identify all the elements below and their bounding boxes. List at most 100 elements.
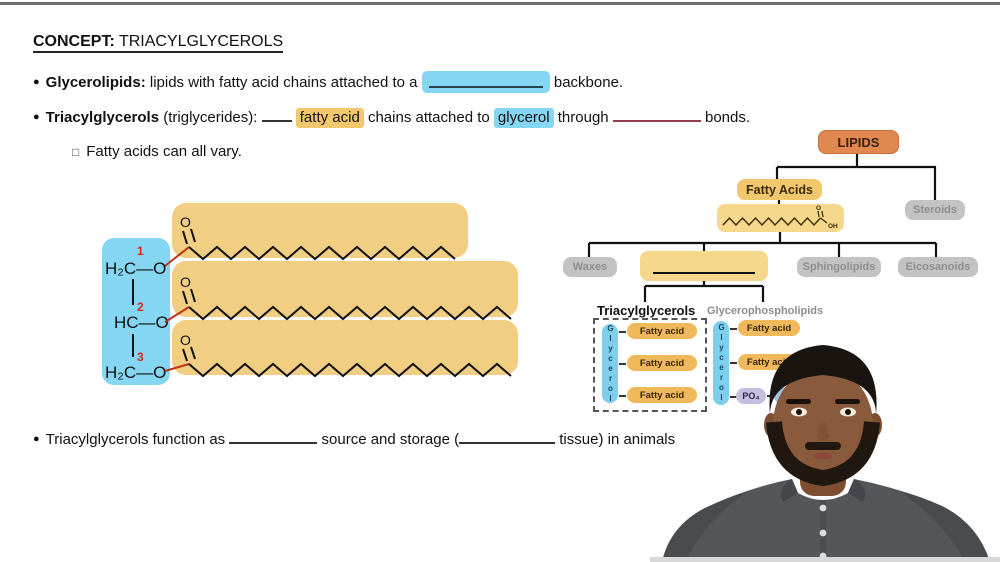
bullet2-text3: through [557,109,609,126]
bullet1-text-end: backbone. [553,74,624,91]
c1-double-bond-a [182,230,188,245]
instructor-webcam [650,345,1000,562]
node-steroids: Steroids [905,200,965,220]
glycerol-capsule: Glycerol [713,321,729,405]
mini-carbonyl-o: O [816,205,821,212]
square-bullet-icon: □ [72,145,80,159]
pupil-right [845,409,851,415]
phosphate-capsule: PO₄ [736,388,766,404]
carbon3-label: H₂C—O [105,363,166,382]
bullet-icon: ● [33,111,40,123]
node-fatty-acids: Fatty Acids [737,179,822,200]
ester-bond-3 [164,363,190,372]
pupil-left [796,409,802,415]
highlight-fatty-acid: fatty acid [295,108,364,128]
mouth [814,452,832,460]
shirt-button [819,504,827,512]
bullet-glycerolipids: ● Glycerolipids: lipids with fatty acid c… [33,71,623,93]
c3-double-bond-b [190,346,196,360]
term-glycerolipids: Glycerolipids: [45,74,146,91]
label-glycerophospholipids: Glycerophospholipids [707,305,824,317]
nose [817,422,829,441]
shirt-button [819,529,827,537]
collar-left [780,479,798,502]
highlight-glycerol: glycerol [493,108,554,128]
mini-double-bond-a [817,210,820,218]
c1-double-bond-b [190,228,196,243]
label-triacylglycerols: Triacylglycerols [597,303,696,318]
lipids-tree-lines [587,152,938,302]
beard [766,421,880,487]
blank-energy [229,428,318,444]
node-lipids: LIPIDS [818,130,899,154]
blank-glycerol-backbone [421,71,550,93]
fatty-acid-capsule: Fatty acid [627,355,697,371]
term-triacylglycerols: Triacylglycerols [45,109,160,126]
bond-tick [730,362,737,364]
node-glycerolipids-blank [640,251,768,281]
bond-tick [730,396,737,398]
bond-tick [619,331,626,333]
blank-bond-type [612,106,701,122]
fatty-acid-mini-structure: O OH [722,205,838,230]
glycerol-backbone-highlight [102,238,170,385]
glycerol-vertical-label: Glycerol [606,323,615,404]
mini-zigzag-chain [722,216,822,227]
ester-bond-1 [164,246,190,267]
carbonyl-o-1: O [180,214,191,230]
collar-right [848,479,866,502]
node-waxes: Waxes [563,257,617,277]
ester-bond-2 [164,306,190,323]
bullet-icon: ● [33,433,40,445]
shirt-shadow-right [900,491,990,562]
bullet2-text2: chains attached to [367,109,490,126]
c2-double-bond-a [182,290,188,305]
blank-underline [428,86,543,88]
eyebrow-right [835,399,860,404]
node-eicosanoids: Eicosanoids [898,257,978,277]
c3-double-bond-a [182,348,188,362]
title-subject: TRIACYLGLYCEROLS [118,33,284,50]
triacylglycerol-schematic: Glycerol Fatty acid Fatty acid Fatty aci… [593,318,707,412]
carbon3-number: 3 [137,350,144,364]
mustache [805,442,841,450]
bullet1-text: lipids with fatty acid chains attached t… [149,74,418,91]
hydrocarbon-chain-1 [188,245,456,261]
bullet2-text1: (triglycerides): [163,109,258,126]
page-title: CONCEPT: TRIACYLGLYCEROLS [33,33,284,53]
bullet3-text3: tissue) in animals [559,431,676,448]
bond-tick [730,328,737,330]
desk-edge [650,557,1000,562]
triacylglycerol-structure-diagram: H₂C—O 1 HC—O 2 H₂C—O 3 O O O [102,203,518,385]
hydrocarbon-chain-2 [188,305,512,321]
carbonyl-o-3: O [180,332,191,348]
bullet-triacylglycerols: ● Triacylglycerols (triglycerides): fatty… [33,106,751,128]
hair [769,345,877,415]
fatty-acid-capsule: Fatty acid [627,323,697,339]
carbonyl-o-2: O [180,274,191,290]
mini-oh: OH [828,223,838,230]
sub-bullet-text: Fatty acids can all vary. [86,143,242,160]
hydrocarbon-chain-3 [188,362,512,378]
glycerol-vertical-label: Glycerol [717,323,726,403]
c2-double-bond-b [190,288,196,303]
tree-connectors [587,152,938,302]
node-fatty-acid-structure: O OH [717,204,844,232]
eyebrow-left [786,399,811,404]
fatty-acid-capsule: Fatty acid [627,387,697,403]
blank-adipose [459,428,556,444]
mini-c-oh-bond [820,217,828,224]
node-sphingolipids: Sphingolipids [797,257,881,277]
bullet3-text2: source and storage ( [321,431,460,448]
bullet-icon: ● [33,76,40,88]
bullet2-text4: bonds. [704,109,751,126]
carbon2-label: HC—O [114,313,169,332]
fatty-acid-chain-highlight-2 [172,261,518,317]
mini-double-bond-b [821,210,824,218]
carbon2-number: 2 [137,300,144,314]
bullet-function: ●Triacylglycerols function as source and… [33,428,675,448]
glycerol-capsule: Glycerol [602,323,618,404]
top-divider-line [0,2,1000,5]
bond-tick [619,363,626,365]
